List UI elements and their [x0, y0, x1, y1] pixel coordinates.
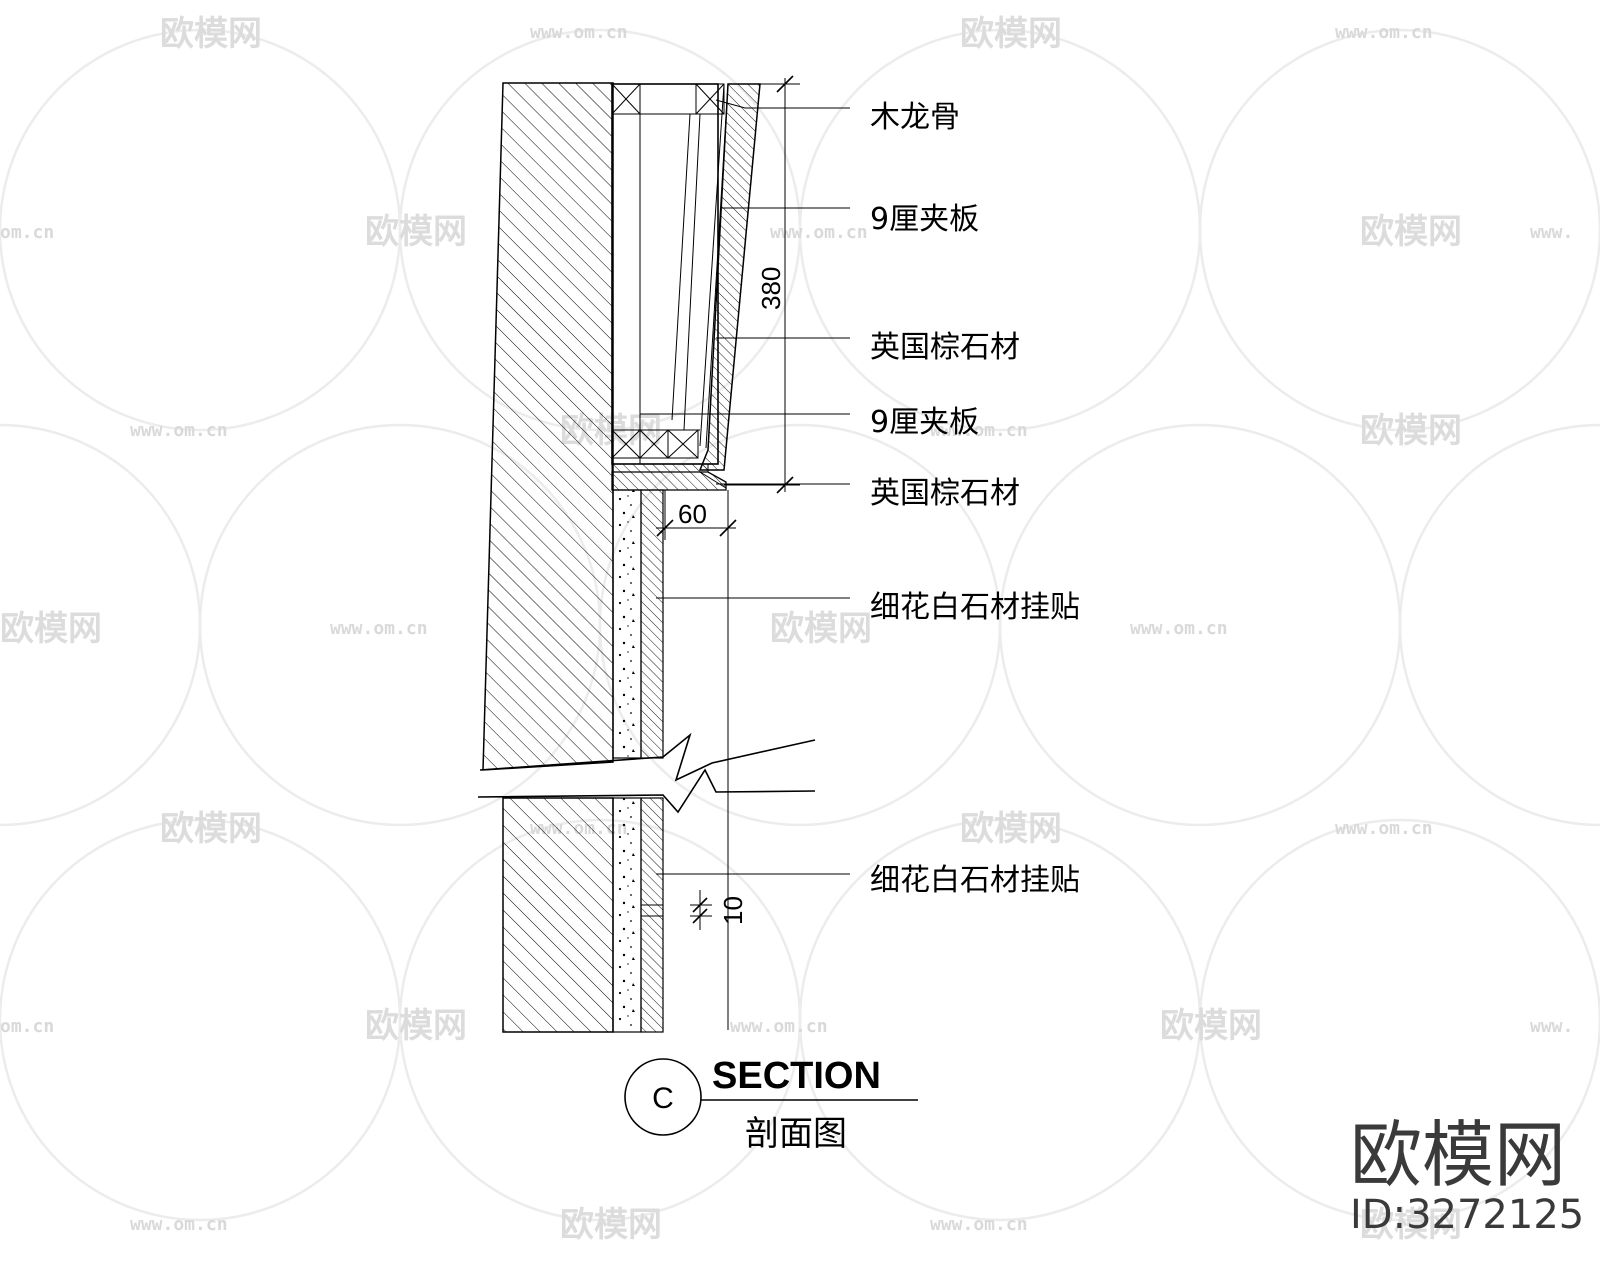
bottom-ledge: [611, 463, 727, 491]
watermark-logo: 欧模网: [160, 809, 262, 849]
label-white-stone-upper: 细花白石材挂贴: [870, 590, 1080, 625]
dimension-lines: [656, 75, 800, 1030]
watermark-url: www.om.cn: [770, 222, 868, 243]
dimension-gap: 10: [718, 896, 748, 925]
break-lines: [477, 732, 816, 814]
brand-name: 欧模网: [1350, 1113, 1566, 1197]
watermark-url: www.om.cn: [130, 1214, 228, 1235]
watermark-url: www.om.cn: [330, 618, 428, 639]
watermark-url: om.cn: [0, 1016, 54, 1037]
material-labels: 木龙骨 9厘夹板 英国棕石材 9厘夹板 英国棕石材 细花白石材挂贴 细花白石材挂…: [870, 100, 1080, 898]
watermark-url: www.om.cn: [930, 420, 1028, 441]
watermark-logos: 欧模网 欧模网 欧模网 欧模网 欧模网 欧模网 欧模网 欧模网 欧模网 欧模网 …: [0, 14, 1462, 1245]
section-title-en: SECTION: [712, 1055, 881, 1097]
watermark-url: www.om.cn: [1335, 818, 1433, 839]
watermark-url: www.om.cn: [1130, 618, 1228, 639]
watermark-logo: 欧模网: [0, 609, 102, 649]
watermark-logo: 欧模网: [160, 14, 262, 54]
label-british-brown-bottom: 英国棕石材: [870, 476, 1020, 511]
watermark-url: www.: [1530, 222, 1573, 243]
watermark-url: www.om.cn: [530, 22, 628, 43]
label-plywood-top: 9厘夹板: [870, 202, 979, 237]
brand-stamp: 欧模网 ID:3272125: [1350, 1113, 1584, 1238]
label-plywood-bottom: 9厘夹板: [870, 405, 979, 440]
section-marker-letter: C: [652, 1082, 674, 1115]
watermark-logo: 欧模网: [960, 14, 1062, 54]
section-title-cn: 剖面图: [745, 1114, 847, 1154]
watermark-url: www.om.cn: [130, 420, 228, 441]
dimension-labels: 380 60 10: [678, 267, 786, 925]
white-stone-cladding: [612, 489, 664, 1033]
label-british-brown-top: 英国棕石材: [870, 330, 1020, 365]
watermark-logo: 欧模网: [770, 609, 872, 649]
label-wood-keel: 木龙骨: [870, 100, 960, 135]
watermark-logo: 欧模网: [365, 1006, 467, 1046]
watermark-url: www.om.cn: [730, 1016, 828, 1037]
section-marker-circle: [624, 1058, 702, 1136]
wood-keel-frame: [611, 83, 725, 465]
watermark-url: www.om.cn: [1335, 22, 1433, 43]
watermark-logo: 欧模网: [1360, 1205, 1462, 1245]
watermark-logo: 欧模网: [960, 809, 1062, 849]
watermark-url: www.: [1530, 1016, 1573, 1037]
watermark-logo: 欧模网: [1360, 411, 1462, 451]
leader-lines: [640, 99, 850, 875]
label-white-stone-lower: 细花白石材挂贴: [870, 863, 1080, 898]
watermark-logo: 欧模网: [1160, 1006, 1262, 1046]
dimension-height: 380: [756, 267, 786, 310]
british-brown-stone-cladding: [698, 83, 761, 471]
structural-wall: [482, 82, 614, 1033]
watermark-url: www.om.cn: [930, 1214, 1028, 1235]
watermark-url: om.cn: [0, 222, 54, 243]
watermark-logo: 欧模网: [365, 212, 467, 252]
brand-id: ID:3272125: [1350, 1192, 1584, 1238]
section-title: C SECTION 剖面图: [624, 1055, 918, 1154]
watermark-logo: 欧模网: [1360, 212, 1462, 252]
dimension-projection: 60: [678, 499, 707, 529]
watermark-logo: 欧模网: [560, 1205, 662, 1245]
